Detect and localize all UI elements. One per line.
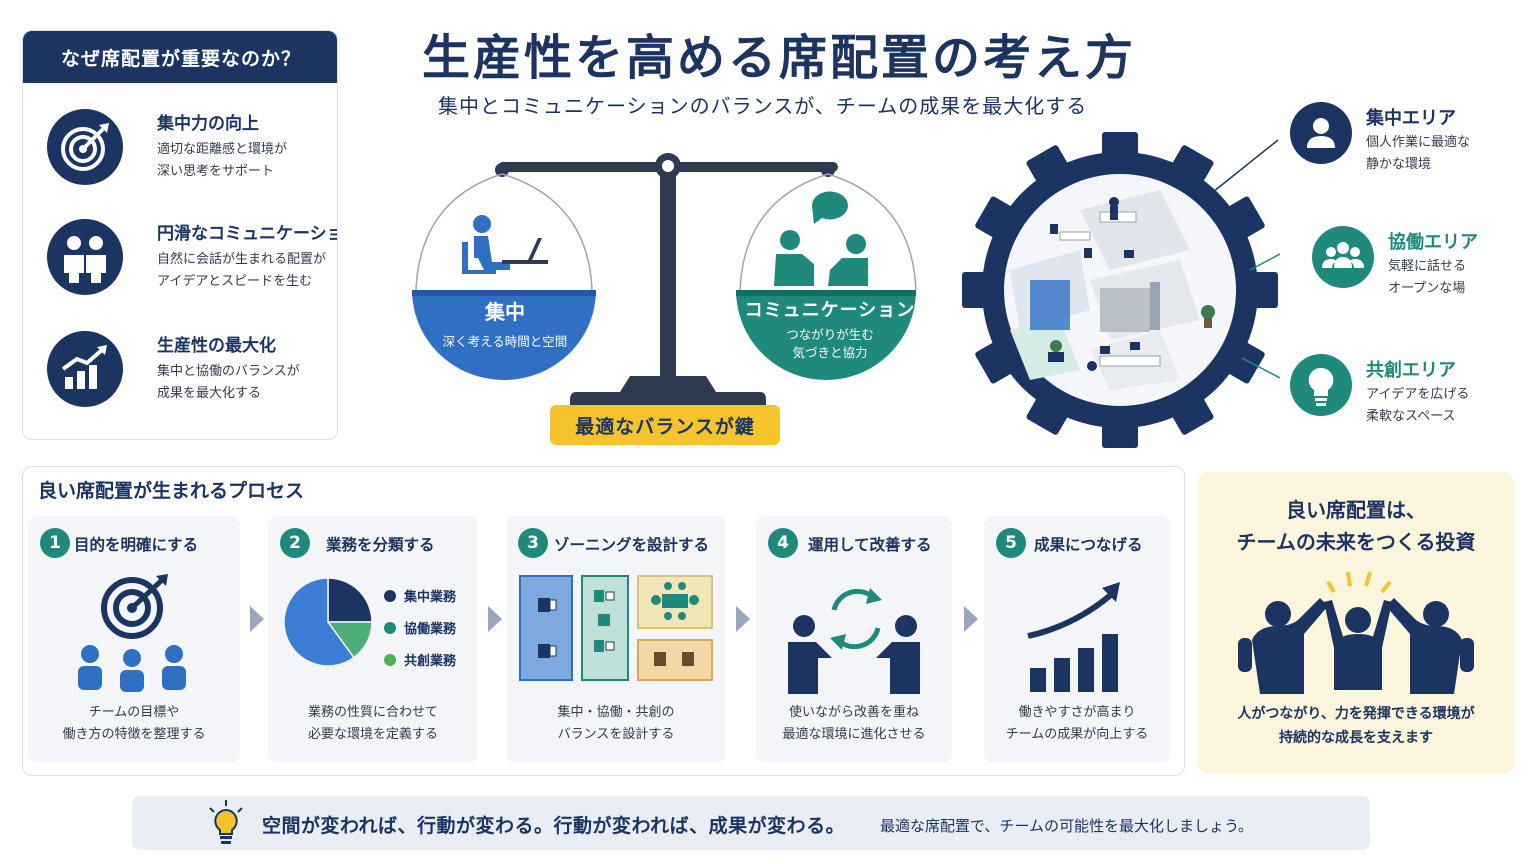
step-desc: 集中・協働・共創の バランスを設計する (557, 705, 675, 742)
step-desc: 使いながら改善を重ね 最適な環境に進化させる (782, 705, 926, 742)
growth-bars-icon (1027, 582, 1120, 692)
legend-item-cocreate: 共創業務 (384, 650, 456, 669)
zone-title: 集中エリア (1366, 108, 1456, 129)
process-step-3: 3 ゾーニングを設計する 集中・協働・共創の バランスを設計する (506, 516, 726, 762)
banner-sub-text: 最適な席配置で、チームの可能性を最大化しましょう。 (880, 817, 1254, 835)
zone-desc: 個人作業に最適な 静かな環境 (1366, 135, 1471, 172)
legend-label: 共創業務 (404, 654, 457, 669)
step-title: 成果につなげる (1034, 536, 1143, 554)
pie-slice-1 (327, 577, 373, 623)
step-number: 5 (996, 528, 1026, 558)
conversation-icon (774, 191, 868, 286)
banner-main-text: 空間が変われば、行動が変わる。行動が変われば、成果が変わる。 (262, 815, 846, 837)
page-subtitle: 集中とコミュニケーションのバランスが、チームの成果を最大化する (438, 94, 1088, 118)
legend-dot (384, 590, 396, 602)
communication-desc: つながりが生む 気づきと協力 (786, 327, 874, 360)
reason-title: 生産性の最大化 (157, 336, 276, 356)
reason-productivity: 生産性の最大化 集中と協働のバランスが 成果を最大化する (45, 331, 335, 421)
zone-collaboration: 協働エリア 気軽に話せる オープンな場 (1312, 226, 1536, 306)
investment-desc: 人がつながり、力を発揮できる環境が 持続的な成長を支えます (1237, 706, 1475, 746)
group-icon (1312, 226, 1374, 288)
task-pie-chart (283, 577, 373, 667)
zone-co-creation: 共創エリア アイデアを広げる 柔軟なスペース (1290, 354, 1536, 434)
balance-scale-illustration (412, 153, 917, 406)
zone-desc: アイデアを広げる 柔軟なスペース (1366, 387, 1470, 424)
legend-label: 集中業務 (404, 590, 457, 605)
zone-desc: 気軽に話せる オープンな場 (1388, 259, 1467, 296)
step-title: 業務を分類する (326, 536, 435, 554)
reason-title: 集中力の向上 (157, 114, 259, 134)
reason-desc: 自然に会話が生まれる配置が アイデアとスピードを生む (157, 252, 327, 289)
person-icon (1290, 102, 1352, 164)
why-panel: なぜ席配置が重要なのか？ 集中力の向上 適切な距離感と環境が 深い思考をサポート… (22, 30, 338, 440)
bottom-banner: 空間が変われば、行動が変わる。行動が変われば、成果が変わる。 最適な席配置で、チ… (132, 796, 1370, 850)
step-number: 1 (40, 528, 70, 558)
page-title: 生産性を高める席配置の考え方 (422, 30, 1137, 86)
people-icon (47, 219, 123, 295)
process-title: 良い席配置が生まれるプロセス (38, 480, 305, 502)
target-icon (47, 109, 123, 185)
growth-chart-icon (47, 331, 123, 407)
step-arrow-icon (964, 606, 978, 632)
zone-title: 協働エリア (1388, 232, 1478, 253)
zone-title: 共創エリア (1366, 360, 1456, 381)
reason-title: 円滑なコミュニケーション (157, 224, 337, 244)
reason-communication: 円滑なコミュニケーション 自然に会話が生まれる配置が アイデアとスピードを生む (45, 219, 337, 309)
step-desc: 働きやすさが高まり チームの成果が向上する (1005, 705, 1149, 742)
zone-focus: 集中エリア 個人作業に最適な 静かな環境 (1290, 102, 1536, 182)
legend-label: 協働業務 (404, 622, 457, 637)
focus-bowl-label: 集中 深く考える時間と空間 (420, 296, 590, 350)
step-arrow-icon (250, 606, 264, 632)
communication-title: コミュニケーション (744, 300, 916, 321)
step-title: ゾーニングを設計する (554, 536, 710, 554)
reason-desc: 適切な距離感と環境が 深い思考をサポート (157, 142, 288, 179)
step-title: 目的を明確にする (74, 536, 199, 554)
person-at-desk-icon (462, 215, 548, 274)
step-arrow-icon (488, 606, 502, 632)
lightbulb-icon (1290, 354, 1352, 416)
step-desc: 業務の性質に合わせて 必要な環境を定義する (307, 705, 438, 742)
team-high-five-icon (1238, 571, 1474, 694)
communication-bowl-label: コミュニケーション つながりが生む 気づきと協力 (742, 296, 918, 362)
zoning-floorplan-icon (519, 575, 713, 681)
balance-key-badge: 最適なバランスが鍵 (550, 405, 780, 445)
step-title: 運用して改善する (808, 536, 932, 554)
step-arrow-icon (736, 606, 750, 632)
reason-desc: 集中と協働のバランスが 成果を最大化する (157, 364, 300, 401)
focus-title: 集中 (485, 300, 525, 324)
step-desc: チームの目標や 働き方の特徴を整理する (62, 705, 206, 742)
process-step-5: 5 成果につなげる 働きやすさが高まり チームの成果が向上する (984, 516, 1170, 762)
improvement-cycle-icon (788, 588, 920, 694)
process-step-4: 4 運用して改善する 使いながら改善を重ね 最適な環境に進化させる (756, 516, 952, 762)
process-step-2: 2 業務を分類する 集中業務 協働業務 共創業務 業務の性質に合わせて 必要な環… (268, 516, 478, 762)
legend-item-focus: 集中業務 (384, 586, 456, 605)
step-number: 3 (518, 528, 548, 558)
team-target-icon (78, 574, 186, 692)
process-step-1: 1 目的を明確にする チームの目標や 働き方の特徴を整理する (28, 516, 240, 762)
investment-title: 良い席配置は、 チームの未来をつくる投資 (1236, 498, 1476, 554)
office-gear-illustration (962, 132, 1280, 448)
step-number: 2 (280, 528, 310, 558)
legend-item-collab: 協働業務 (384, 618, 456, 637)
lightbulb-icon (209, 800, 243, 844)
why-header: なぜ席配置が重要なのか？ (23, 31, 337, 83)
pie-slice-3 (283, 577, 355, 667)
legend-dot (384, 622, 396, 634)
investment-panel: 良い席配置は、 チームの未来をつくる投資 人がつながり、力を発揮できる環境が 持… (1198, 472, 1514, 774)
legend-dot (384, 654, 396, 666)
reason-focus: 集中力の向上 適切な距離感と環境が 深い思考をサポート (45, 109, 335, 199)
focus-desc: 深く考える時間と空間 (442, 334, 568, 349)
step-number: 4 (768, 528, 798, 558)
